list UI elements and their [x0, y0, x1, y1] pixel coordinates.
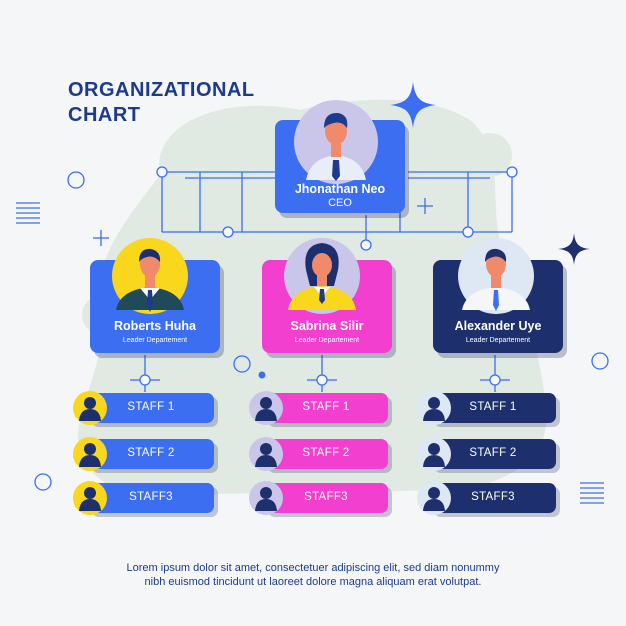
staff-pill[interactable]: STAFF 2 [264, 439, 388, 469]
staff-label: STAFF3 [471, 491, 515, 503]
footer-line-1: Lorem ipsum dolor sit amet, consectetuer… [126, 562, 500, 574]
staff-label: STAFF 1 [302, 401, 350, 413]
staff-pill[interactable]: STAFF3 [264, 483, 388, 513]
connector-lines [130, 171, 513, 392]
footer-text: Lorem ipsum dolor sit amet, consectetuer… [0, 561, 626, 589]
ring-decor [67, 171, 85, 189]
dot-decor [258, 371, 266, 379]
staff-pill[interactable]: STAFF 1 [88, 393, 214, 423]
ring-decor [34, 473, 52, 491]
staff-label: STAFF 2 [302, 447, 350, 459]
staff-pill[interactable]: STAFF3 [430, 483, 556, 513]
ring-decor [233, 355, 251, 373]
sparkle-star-icon [390, 82, 436, 128]
plus-icon [93, 230, 109, 246]
leader-1-role: Leader Departement [122, 337, 188, 344]
leader-3-role: Leader Departement [465, 337, 531, 344]
staff-label: STAFF3 [129, 491, 173, 503]
plus-icon [417, 198, 433, 214]
ring-decor [591, 352, 609, 370]
leader-1-name: Roberts Huha [114, 319, 196, 333]
lines-icon-right [580, 482, 604, 504]
ceo-name: Jhonathan Neo [294, 182, 386, 196]
lines-icon-left [16, 202, 40, 224]
chart-title: ORGANIZATIONAL CHART [68, 78, 255, 128]
leader-card-3[interactable]: Alexander Uye Leader Departement [433, 260, 563, 353]
leader-2-role: Leader Departement [294, 337, 360, 344]
leader-3-name: Alexander Uye [454, 319, 542, 333]
staff-pill[interactable]: STAFF 1 [430, 393, 556, 423]
staff-pill[interactable]: STAFF 2 [88, 439, 214, 469]
staff-pill[interactable]: STAFF 2 [430, 439, 556, 469]
staff-label: STAFF 2 [127, 447, 175, 459]
staff-label: STAFF 1 [127, 401, 175, 413]
staff-label: STAFF 2 [469, 447, 517, 459]
sparkle-star-icon [558, 233, 590, 265]
connector-nodes [139, 166, 518, 386]
staff-label: STAFF 1 [469, 401, 517, 413]
chart-title-line-1: ORGANIZATIONAL [68, 79, 255, 101]
leader-2-name: Sabrina Silir [290, 319, 364, 333]
leader-card-1[interactable]: Roberts Huha Leader Departement [90, 260, 220, 353]
staff-pill[interactable]: STAFF 1 [264, 393, 388, 423]
staff-label: STAFF3 [304, 491, 348, 503]
ceo-role: CEO [328, 197, 352, 209]
leader-card-2[interactable]: Sabrina Silir Leader Departement [262, 260, 392, 353]
ceo-card[interactable]: Jhonathan Neo CEO [275, 120, 405, 213]
footer-line-2: nibh euismod tincidunt ut laoreet dolore… [144, 576, 482, 588]
chart-title-line-2: CHART [68, 104, 141, 126]
staff-pill[interactable]: STAFF3 [88, 483, 214, 513]
